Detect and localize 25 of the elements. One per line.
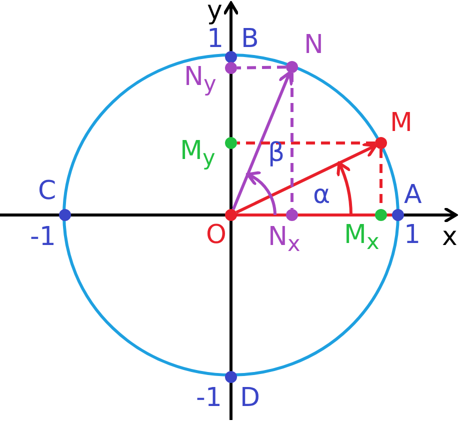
- point-label: O: [206, 220, 226, 250]
- point-label: N$_{x}$: [268, 222, 300, 260]
- tick-label: -1: [196, 383, 222, 413]
- tick-label: -1: [30, 222, 56, 252]
- point-label: N: [304, 30, 324, 60]
- dashed-line: [290, 73, 294, 209]
- dashed-line: [237, 142, 375, 144]
- point-label: C: [38, 176, 56, 206]
- point-label: N$_{y}$: [184, 62, 216, 100]
- point-label: M$_{y}$: [180, 136, 216, 174]
- dashed-line: [236, 66, 286, 70]
- angle-label: β: [268, 138, 285, 168]
- tick-label: 1: [207, 24, 224, 54]
- point-label: M$_{x}$: [344, 220, 380, 258]
- angle-label: α: [313, 180, 330, 210]
- point-label: B: [241, 24, 259, 54]
- arrow: [236, 143, 378, 214]
- axis-label: x: [442, 222, 458, 252]
- arrow: [232, 71, 293, 210]
- tick-label: 1: [404, 220, 421, 250]
- axis-label: y: [207, 0, 222, 26]
- point-label: D: [240, 383, 260, 413]
- point-label: A: [404, 180, 422, 210]
- line: [237, 214, 392, 216]
- point-label: M: [390, 108, 412, 138]
